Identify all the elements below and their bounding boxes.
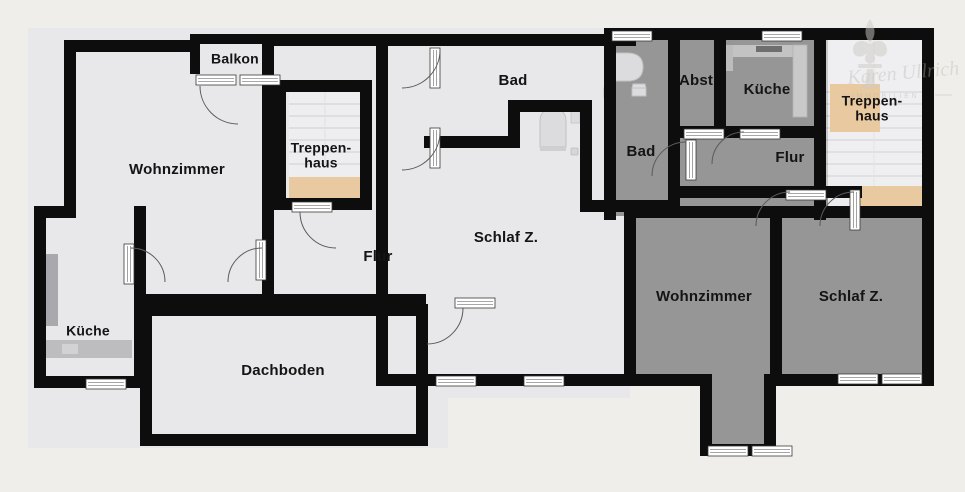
counter-left-vert bbox=[44, 254, 58, 326]
stove-right bbox=[756, 46, 782, 52]
window-abst-door bbox=[683, 128, 725, 140]
door-swings bbox=[130, 49, 855, 345]
toilet-fixture bbox=[631, 83, 647, 97]
window-bad-left-door bbox=[429, 47, 441, 89]
window-treppenhaus-left bbox=[291, 201, 333, 213]
window-kueche-left-door bbox=[123, 243, 135, 285]
window-wohnzimmer-right-1 bbox=[707, 445, 749, 457]
window-schlafz-left-1 bbox=[435, 375, 477, 387]
window-treppenhaus-right-door bbox=[849, 189, 861, 231]
shower-fixture bbox=[539, 108, 567, 148]
door-arc-kueche-right bbox=[711, 131, 745, 165]
counter-right-side-2 bbox=[792, 44, 808, 118]
stair-treads-left bbox=[289, 92, 361, 184]
window-wohnzimmer-door bbox=[255, 239, 267, 281]
door-arc-treppenhaus-right bbox=[819, 191, 855, 227]
window-balkon-2 bbox=[239, 74, 281, 86]
window-bad-right-door bbox=[685, 139, 697, 181]
door-arc-wohnzimmer bbox=[227, 247, 263, 283]
counter-left-horz bbox=[44, 340, 132, 358]
door-arc-schlafz-left bbox=[401, 131, 441, 171]
window-flur-door bbox=[785, 189, 827, 201]
door-arc-treppenhaus-left bbox=[299, 211, 337, 249]
door-arc-flur-right bbox=[755, 191, 791, 227]
door-arc-bad-left bbox=[401, 49, 441, 89]
window-balkon bbox=[195, 74, 237, 86]
window-schlafz-right-1 bbox=[837, 373, 879, 385]
window-bad-right bbox=[611, 30, 653, 42]
door-arc-balkon bbox=[199, 85, 239, 125]
window-kueche-right bbox=[761, 30, 803, 42]
door-arc-flur-left bbox=[426, 307, 464, 345]
window-flur-left-door bbox=[454, 297, 496, 309]
counter-right-side bbox=[793, 45, 807, 117]
door-arc-bad-right bbox=[651, 141, 687, 177]
sink-left-kitchen bbox=[62, 344, 78, 354]
stair-landing-right-top bbox=[830, 84, 880, 132]
window-wohnzimmer-right-2 bbox=[751, 445, 793, 457]
window-kueche-left bbox=[85, 378, 127, 390]
window-schlafz-right-2 bbox=[881, 373, 923, 385]
sink-small-left bbox=[570, 110, 581, 124]
door-arc-kueche-left bbox=[130, 247, 166, 283]
window-kueche-door bbox=[739, 128, 781, 140]
window-schlafz-left-door bbox=[429, 127, 441, 169]
drain-left bbox=[570, 147, 579, 156]
window-schlafz-left-2 bbox=[523, 375, 565, 387]
